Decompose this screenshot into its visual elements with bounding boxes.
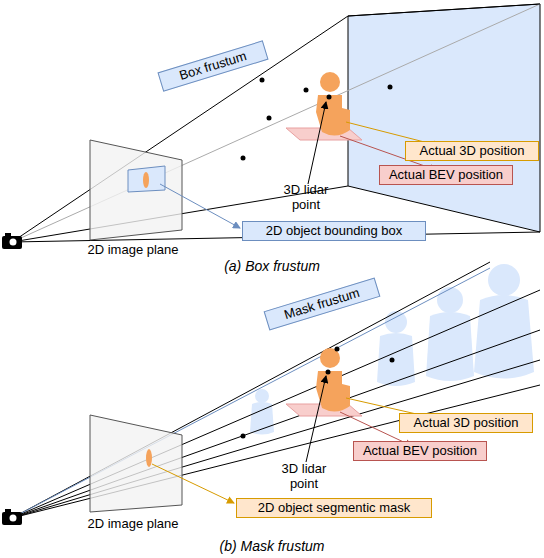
object-mask — [146, 449, 152, 467]
lidar-points — [241, 347, 395, 439]
position-box: Actual BEV position — [379, 165, 513, 185]
lidar-points — [241, 78, 393, 161]
node-text: Actual 3D position — [414, 415, 519, 430]
image-plane — [90, 415, 182, 512]
panel-caption: (a) Box frustum — [172, 259, 372, 274]
position-box: Actual 3D position — [399, 413, 533, 433]
panel-caption: (b) Mask frustum — [172, 539, 372, 554]
frustum-label: Mask frustum — [264, 277, 381, 330]
part-label: 2D image plane — [63, 242, 203, 257]
object-2d — [143, 172, 149, 188]
object-box: 2D object bounding box — [242, 221, 426, 241]
far-plane — [348, 4, 540, 232]
frustum-label: Box frustum — [157, 40, 268, 91]
node-text: Actual 3D position — [420, 143, 525, 158]
image-plane — [90, 140, 182, 240]
person — [316, 348, 350, 412]
node-text: Actual BEV position — [389, 167, 503, 182]
part-label: 2D image plane — [63, 516, 203, 531]
object-box: 2D object segmentic mask — [236, 498, 432, 518]
position-box: Actual BEV position — [353, 441, 487, 461]
mask-frustum-panel — [2, 262, 540, 525]
part-label: 3D lidar point — [271, 182, 341, 212]
node-text: 2D object segmentic mask — [258, 500, 410, 515]
part-label: 3D lidar point — [269, 461, 339, 491]
camera-icon — [2, 509, 22, 525]
bounding-box — [128, 166, 165, 192]
position-box: Actual 3D position — [405, 141, 539, 161]
node-text: Actual BEV position — [363, 443, 477, 458]
node-text: Mask frustum — [282, 285, 361, 322]
mask-silhouettes — [250, 264, 534, 435]
camera-icon — [2, 233, 22, 249]
node-text: Box frustum — [177, 48, 248, 83]
node-text: 2D object bounding box — [266, 223, 403, 238]
box-frustum-panel — [2, 4, 540, 249]
